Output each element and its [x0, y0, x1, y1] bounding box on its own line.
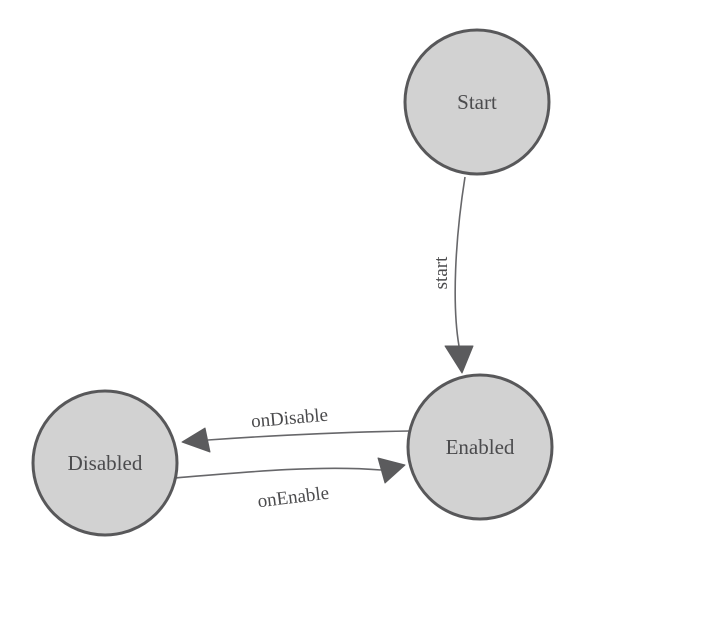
node-start-label: Start: [457, 90, 497, 114]
edge-ondisable: onDisable: [181, 405, 411, 453]
edge-start-arrowhead: [444, 345, 474, 374]
node-start-circle: [403, 28, 551, 176]
node-start: Start: [403, 28, 551, 176]
node-enabled: Enabled: [406, 373, 554, 521]
edge-start-label: start: [431, 256, 452, 289]
node-enabled-label: Enabled: [446, 435, 515, 459]
node-disabled-circle: [31, 389, 179, 537]
node-disabled: Disabled: [31, 389, 179, 537]
edge-onenable-label: onEnable: [256, 483, 330, 513]
edge-onenable-line: [174, 467, 382, 479]
edge-onenable: onEnable: [174, 457, 406, 513]
node-disabled-label: Disabled: [68, 451, 143, 475]
edge-start: start: [431, 176, 474, 374]
edge-ondisable-label: onDisable: [250, 405, 329, 433]
edge-ondisable-arrowhead: [181, 427, 211, 453]
edge-start-line: [454, 176, 466, 347]
edge-onenable-arrowhead: [377, 457, 406, 484]
edge-ondisable-line: [207, 430, 411, 441]
node-enabled-circle: [406, 373, 554, 521]
